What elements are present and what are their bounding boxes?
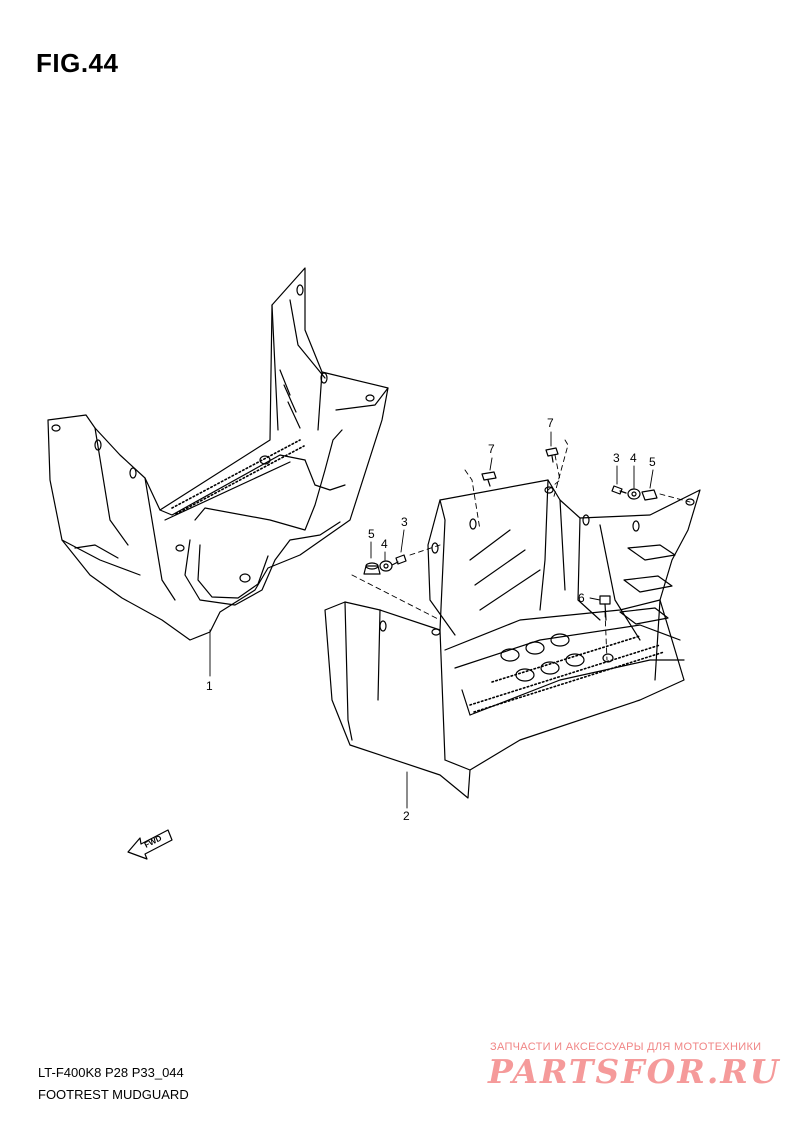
right-footrest-mudguard [324, 479, 701, 799]
callout-6: 6 [578, 591, 585, 605]
leader-lines [209, 431, 654, 809]
fwd-arrow-icon: FWD [127, 829, 173, 860]
callout-4-left: 4 [381, 537, 388, 551]
screw-fastener [599, 595, 611, 621]
figure-title: FIG.44 [36, 48, 119, 78]
watermark-tagline: ЗАПЧАСТИ И АКСЕССУАРЫ ДЛЯ МОТОТЕХНИКИ [490, 1041, 762, 1053]
callout-3-right: 3 [613, 451, 620, 465]
callout-5-left: 5 [368, 527, 375, 541]
callout-1: 1 [206, 679, 213, 693]
hardware-left [363, 554, 407, 575]
callout-7-a: 7 [488, 442, 495, 456]
watermark-logo: PARTSFOR.RU [488, 1052, 781, 1091]
clip-fasteners [481, 447, 559, 487]
callout-4-right: 4 [630, 451, 637, 465]
callout-2: 2 [403, 809, 410, 823]
model-code: LT-F400K8 P28 P33_044 [38, 1065, 184, 1080]
part-group-name: FOOTREST MUDGUARD [38, 1087, 189, 1102]
left-footrest-mudguard [47, 267, 389, 641]
callout-5-right: 5 [649, 455, 656, 469]
callout-7-b: 7 [547, 416, 554, 430]
assembly-guides [351, 439, 691, 661]
hardware-right [611, 485, 658, 501]
callout-3-left: 3 [401, 515, 408, 529]
